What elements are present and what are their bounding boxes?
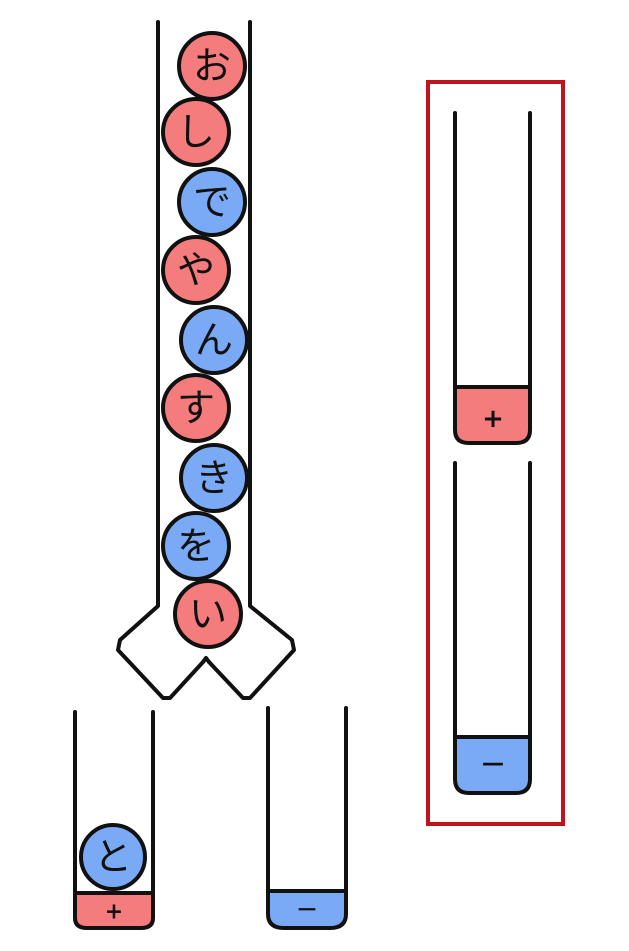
example-tube-minus-outline [453,461,532,795]
letter-ball-circle [161,97,231,167]
letter-ball[interactable]: や [161,235,231,305]
letter-ball-circle [177,31,247,101]
letter-ball-circle [79,823,147,891]
letter-ball[interactable]: し [161,97,231,167]
tube-plus-outline [73,710,155,930]
tube-plus[interactable]: + と [73,710,155,930]
letter-ball[interactable]: す [161,373,231,443]
letter-ball[interactable]: を [161,511,231,581]
letter-ball-circle [179,443,249,513]
letter-ball[interactable]: い [173,579,243,649]
letter-ball-circle [177,167,247,237]
tube-plus-balls: と [79,823,147,891]
example-tube-plus: + [453,111,532,445]
letter-ball-label: す [177,386,215,430]
letter-ball[interactable]: お [177,31,247,101]
letter-ball-label: や [177,248,215,292]
letter-ball-label: で [193,180,231,224]
tube-plus-base [75,891,153,927]
chute-left-wall [116,20,205,700]
letter-ball-circle [161,511,231,581]
example-panel: + － [426,80,565,826]
letter-ball-circle [161,235,231,305]
letter-ball[interactable]: で [177,167,247,237]
chute-divider [201,656,211,664]
example-tube-minus-fill [455,737,530,793]
letter-ball-circle [173,579,243,649]
letter-ball-circle [161,373,231,443]
letter-ball-label: ん [195,318,233,362]
tube-minus-label: － [296,899,318,924]
letter-ball-label: い [189,592,227,636]
letter-ball-label: し [177,110,215,154]
example-tube-plus-fill [455,387,530,443]
example-tube-plus-outline [453,111,532,445]
tube-plus-label: + [105,900,123,925]
letter-ball-circle [179,305,249,375]
example-tube-plus-label: + [482,404,504,434]
chute-right-wall [207,20,296,700]
tube-minus[interactable]: － [266,706,348,930]
letter-ball[interactable]: き [179,443,249,513]
letter-ball-label: と [94,835,132,879]
letter-ball[interactable]: と [79,823,147,891]
letter-ball-label: お [193,44,231,88]
example-tube-minus: － [453,461,532,795]
example-panel-frame [426,80,565,826]
tube-minus-base [268,891,346,927]
chute [116,20,296,700]
example-tube-minus-label: － [480,751,506,781]
letter-ball-label: を [177,524,215,568]
letter-ball-label: き [195,456,233,500]
tube-minus-outline [266,706,348,930]
letter-ball[interactable]: ん [179,305,249,375]
